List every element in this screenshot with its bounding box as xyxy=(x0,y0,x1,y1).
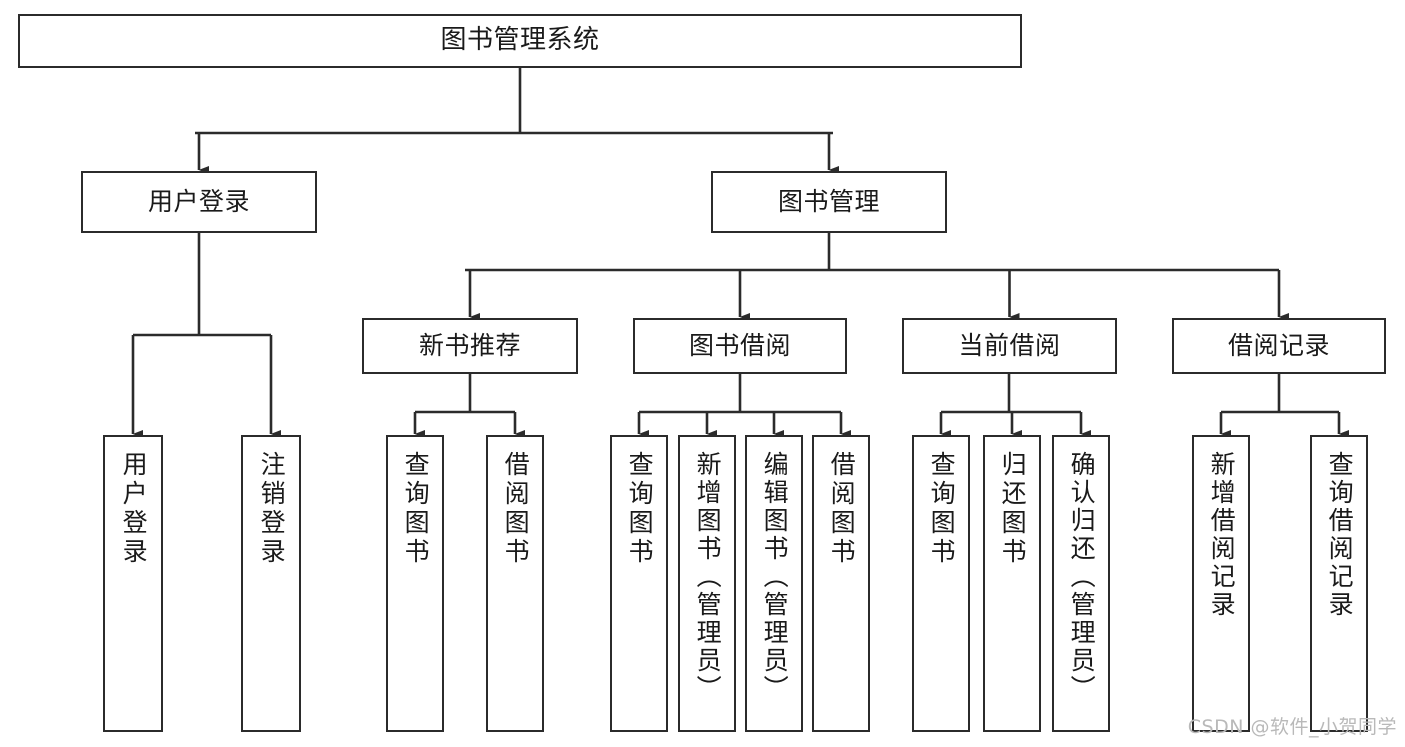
node-book-manage[interactable]: 图书管理 xyxy=(711,171,947,233)
csdn-watermark: CSDN @软件_小贺同学 xyxy=(1187,716,1397,738)
node-leaf-borrow-book-recommend-label: 借阅图书 xyxy=(501,451,531,567)
node-user-login[interactable]: 用户登录 xyxy=(81,171,317,233)
node-leaf-logout-label: 注销登录 xyxy=(257,451,287,567)
node-leaf-query-record-label: 查询借阅记录 xyxy=(1325,451,1355,619)
node-leaf-add-book[interactable]: 新增图书（管理员） xyxy=(678,435,736,732)
node-leaf-edit-book[interactable]: 编辑图书（管理员） xyxy=(745,435,803,732)
node-leaf-add-book-label: 新增图书（管理员） xyxy=(693,451,723,703)
node-book-borrow[interactable]: 图书借阅 xyxy=(633,318,847,374)
node-borrow-record-label: 借阅记录 xyxy=(1227,331,1330,360)
node-leaf-query-book-current[interactable]: 查询图书 xyxy=(912,435,970,732)
node-book-manage-label: 图书管理 xyxy=(777,187,880,216)
node-leaf-logout[interactable]: 注销登录 xyxy=(241,435,301,732)
node-current-borrow-label: 当前借阅 xyxy=(958,331,1061,360)
node-book-borrow-label: 图书借阅 xyxy=(688,331,791,360)
node-leaf-query-book-recommend-label: 查询图书 xyxy=(401,451,431,567)
node-root[interactable]: 图书管理系统 xyxy=(18,14,1022,68)
node-leaf-query-book-borrow[interactable]: 查询图书 xyxy=(610,435,668,732)
node-leaf-query-book-recommend[interactable]: 查询图书 xyxy=(386,435,444,732)
node-leaf-user-login[interactable]: 用户登录 xyxy=(103,435,163,732)
node-leaf-add-record[interactable]: 新增借阅记录 xyxy=(1192,435,1250,732)
node-root-label: 图书管理系统 xyxy=(440,25,600,56)
node-leaf-return-book[interactable]: 归还图书 xyxy=(983,435,1041,732)
node-borrow-record[interactable]: 借阅记录 xyxy=(1172,318,1386,374)
node-leaf-query-book-borrow-label: 查询图书 xyxy=(625,451,655,567)
node-leaf-user-login-label: 用户登录 xyxy=(119,451,149,567)
node-leaf-return-book-label: 归还图书 xyxy=(998,451,1028,567)
node-leaf-edit-book-label: 编辑图书（管理员） xyxy=(760,451,790,703)
node-leaf-borrow-book[interactable]: 借阅图书 xyxy=(812,435,870,732)
node-leaf-confirm-return-label: 确认归还（管理员） xyxy=(1067,451,1097,703)
connector-lines xyxy=(131,68,1350,439)
node-leaf-query-record[interactable]: 查询借阅记录 xyxy=(1310,435,1368,732)
node-leaf-borrow-book-recommend[interactable]: 借阅图书 xyxy=(486,435,544,732)
node-new-book-recommend-label: 新书推荐 xyxy=(418,331,521,360)
node-leaf-confirm-return[interactable]: 确认归还（管理员） xyxy=(1052,435,1110,732)
node-leaf-add-record-label: 新增借阅记录 xyxy=(1207,451,1237,619)
node-leaf-borrow-book-label: 借阅图书 xyxy=(827,451,857,567)
node-current-borrow[interactable]: 当前借阅 xyxy=(902,318,1117,374)
node-user-login-label: 用户登录 xyxy=(147,187,250,216)
node-leaf-query-book-current-label: 查询图书 xyxy=(927,451,957,567)
node-new-book-recommend[interactable]: 新书推荐 xyxy=(362,318,578,374)
